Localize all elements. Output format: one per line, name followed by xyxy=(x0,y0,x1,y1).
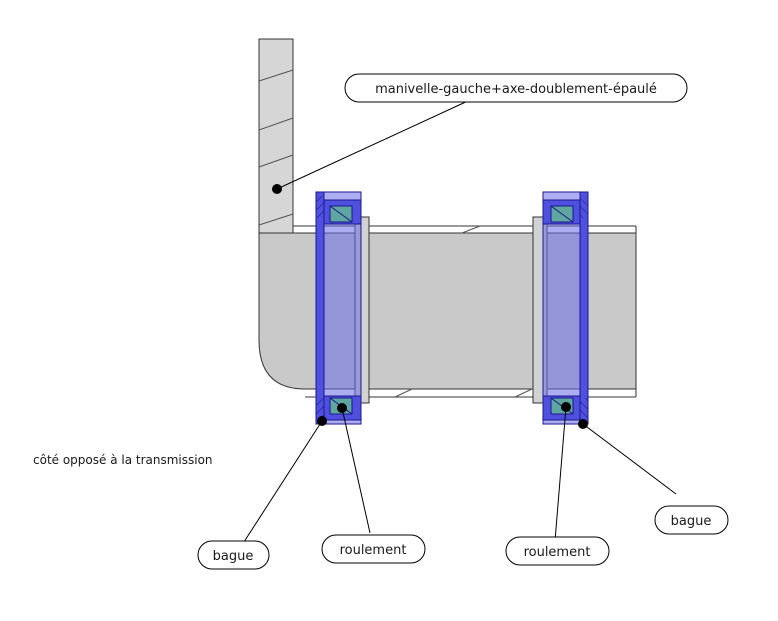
leader-lines xyxy=(241,99,677,546)
bearing-right xyxy=(542,191,589,425)
callout-bague-right-label: bague xyxy=(671,514,712,529)
callout-bague-left: bague xyxy=(197,540,270,570)
callout-bague-right: bague xyxy=(654,505,729,535)
callout-roulement-right: roulement xyxy=(505,536,610,566)
callout-part-label: manivelle-gauche+axe-doublement-épaulé xyxy=(375,82,657,97)
callout-roulement-left-label: roulement xyxy=(340,543,407,558)
callout-roulement-left: roulement xyxy=(321,534,426,564)
side-note: côté opposé à la transmission xyxy=(33,453,213,467)
callout-roulement-right-label: roulement xyxy=(524,545,591,560)
bearing-left xyxy=(315,191,362,425)
callout-part: manivelle-gauche+axe-doublement-épaulé xyxy=(344,73,688,103)
callout-bague-left-label: bague xyxy=(213,549,254,564)
leader-dots xyxy=(272,184,588,429)
